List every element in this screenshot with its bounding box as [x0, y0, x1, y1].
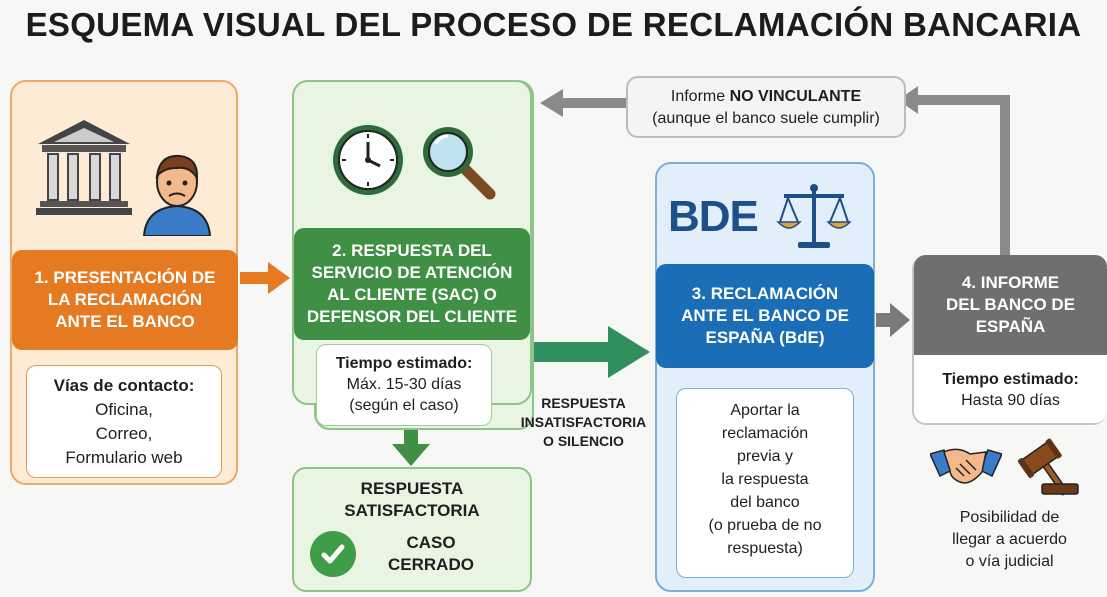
report-emphasis: NO VINCULANTE [729, 88, 862, 105]
step4-outcome-line: llegar a acuerdo [952, 531, 1067, 548]
step3-detail-line: la respuesta [721, 471, 809, 488]
step4-header: 4. INFORME DEL BANCO DE ESPAÑA [914, 255, 1107, 355]
satisfactory-title: RESPUESTA SATISFACTORIA [292, 478, 532, 522]
step2-header-line: DEFENSOR DEL CLIENTE [306, 307, 518, 326]
case-closed-label: CASO CERRADO [376, 532, 486, 576]
clock-icon [333, 125, 403, 195]
step2-header-line: AL CLIENTE (SAC) O [327, 285, 497, 304]
step1-header-line: 1. PRESENTACIÓN DE [34, 268, 216, 287]
scales-icon [776, 184, 852, 248]
step1-header: 1. PRESENTACIÓN DE LA RECLAMACIÓN ANTE E… [12, 250, 238, 350]
arrow-step1-to-step2 [240, 262, 290, 294]
step3-requirements-box: Aportar la reclamación previa y la respu… [676, 388, 854, 578]
arrow-step4-to-report [915, 95, 1010, 255]
step3-header-line: 3. RECLAMACIÓN [691, 284, 839, 303]
report-box: Informe NO VINCULANTE (aunque el banco s… [626, 76, 906, 138]
gavel-icon [1017, 438, 1079, 496]
bde-logo: BDE [668, 192, 759, 241]
step4-time-box: Tiempo estimado: Hasta 90 días [914, 355, 1107, 423]
step2-time-line: (según el caso) [349, 397, 459, 414]
magnifier-icon [423, 127, 496, 200]
unsatisfactory-label: RESPUESTA INSATISFACTORIA O SILENCIO [506, 394, 661, 451]
arrow-step3-to-step4 [876, 303, 910, 337]
step2-header-line: SERVICIO DE ATENCIÓN [311, 263, 513, 282]
step3-detail-line: previa y [736, 448, 794, 465]
satisfactory-title-line: SATISFACTORIA [344, 501, 480, 520]
check-icon [310, 531, 356, 577]
contact-item: Correo, [95, 424, 153, 443]
unsatisfactory-line: O SILENCIO [543, 433, 624, 449]
step3-detail-line: Aportar la [730, 402, 800, 419]
step3-header-line: ANTE EL BANCO DE [681, 306, 849, 325]
step3-detail-line: respuesta) [727, 540, 803, 557]
step1-header-line: LA RECLAMACIÓN [47, 290, 203, 309]
step3-detail-line: reclamación [721, 425, 809, 442]
step2-time-line: Máx. 15-30 días [346, 376, 462, 393]
bank-icon [36, 120, 132, 215]
contact-item: Formulario web [65, 448, 183, 467]
step4-time-title: Tiempo estimado: [942, 371, 1079, 388]
contact-item: Oficina, [95, 400, 153, 419]
step3-detail-line: (o prueba de no [708, 517, 822, 534]
step4-header-line: 4. INFORME [961, 273, 1060, 292]
page-title: ESQUEMA VISUAL DEL PROCESO DE RECLAMACIÓ… [25, 6, 1082, 43]
step4-header-line: DEL BANCO DE [945, 295, 1076, 314]
satisfactory-title-line: RESPUESTA [360, 479, 464, 498]
step2-header: 2. RESPUESTA DEL SERVICIO DE ATENCIÓN AL… [294, 228, 530, 340]
step4-time-value: Hasta 90 días [961, 392, 1060, 409]
arrow-step2-to-step3 [534, 326, 650, 378]
contact-title: Vías de contacto: [53, 376, 195, 395]
step3-detail-line: del banco [730, 494, 800, 511]
step4-outcome-line: o vía judicial [965, 553, 1054, 570]
worried-person-icon [142, 154, 212, 236]
unsatisfactory-line: RESPUESTA [541, 395, 626, 411]
report-note: (aunque el banco suele cumplir) [652, 110, 880, 127]
arrow-step2-to-satisfactory [392, 430, 430, 466]
case-closed-line: CERRADO [388, 555, 474, 574]
step4-outcome: Posibilidad de llegar a acuerdo o vía ju… [912, 507, 1107, 573]
contact-channels-box: Vías de contacto: Oficina, Correo, Formu… [26, 365, 222, 478]
step1-header-line: ANTE EL BANCO [55, 312, 195, 331]
handshake-icon [930, 448, 1002, 484]
step3-header: 3. RECLAMACIÓN ANTE EL BANCO DE ESPAÑA (… [656, 264, 874, 368]
step4-outcome-line: Posibilidad de [959, 509, 1060, 526]
step2-header-line: 2. RESPUESTA DEL [332, 241, 492, 260]
report-prefix: Informe [670, 88, 730, 105]
case-closed-line: CASO [406, 533, 456, 552]
step4-header-line: ESPAÑA [975, 317, 1046, 336]
step2-time-box: Tiempo estimado: Máx. 15-30 días (según … [316, 344, 492, 426]
unsatisfactory-line: INSATISFACTORIA [520, 414, 647, 430]
step3-header-line: ESPAÑA (BdE) [705, 328, 825, 347]
step2-time-title: Tiempo estimado: [335, 355, 473, 372]
